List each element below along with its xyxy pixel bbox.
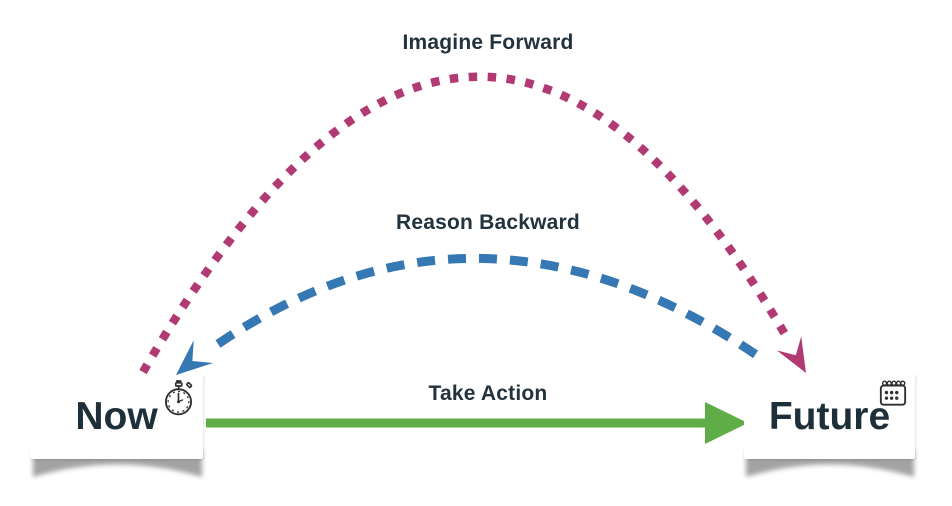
now-label: Now <box>75 395 158 438</box>
take-action-arrowhead <box>705 402 748 444</box>
future-label: Future <box>768 394 891 438</box>
imagine-forward-label: Imagine Forward <box>402 31 574 54</box>
imagine-forward-arc <box>139 72 790 375</box>
stopwatch-icon <box>164 380 193 416</box>
reason-backward-label: Reason Backward <box>396 211 580 234</box>
reason-backward-arrowhead <box>176 340 214 375</box>
calendar-icon <box>879 380 907 406</box>
now-card: Now <box>30 375 203 459</box>
reason-backward-arc <box>215 253 761 360</box>
future-card: Future <box>744 374 915 459</box>
imagine-forward-arrowhead <box>776 336 806 373</box>
take-action-label: Take Action <box>428 382 548 405</box>
